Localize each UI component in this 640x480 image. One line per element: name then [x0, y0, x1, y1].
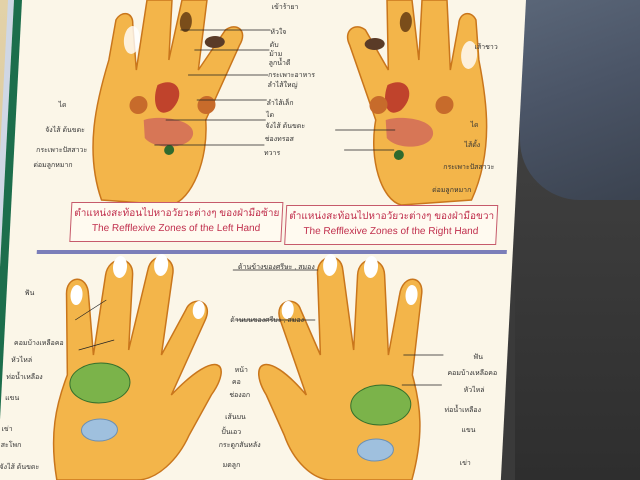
left-hand-caption: ตำแหน่งสะท้อนไปหาอวัยวะต่างๆ ของฝ่ามือซ้…: [69, 202, 284, 242]
lower-center-label: เส้นบน: [224, 414, 246, 421]
upper-left-hand: [92, 0, 244, 206]
hand-illustrations: [52, 0, 488, 480]
lower-center-label: คอ: [231, 379, 242, 386]
lower-left-label: ฟัน: [24, 290, 35, 297]
upper-right-label: ไส้ตั้ง: [464, 142, 481, 149]
lower-left-hand: [52, 254, 222, 480]
section-divider: [36, 250, 507, 254]
upper-label: ลำไส้ใหญ่: [267, 82, 298, 89]
upper-label: ลำไส้เล็ก: [266, 100, 294, 107]
lower-right-label: แขน: [461, 427, 476, 434]
upper-left-label: กระเพาะปัสสาวะ: [35, 147, 88, 154]
lower-left-label: หัวไหล่: [10, 357, 33, 364]
upper-label: ไต: [265, 112, 275, 119]
upper-label: จังไส้ ต้นขตะ: [265, 123, 306, 130]
lower-center-label: ปั้นเอว: [221, 429, 242, 436]
lower-left-label: สะโพก: [0, 442, 22, 449]
upper-label: ทวาร: [263, 150, 281, 157]
right-caption-thai: ตำแหน่งสะท้อนไปหาอวัยวะต่างๆ ของฝ่ามือขว…: [288, 211, 495, 222]
upper-label: ลูกน้ำดี: [268, 60, 291, 67]
lower-right-label: ท่อน้ำเหลือง: [444, 407, 482, 414]
lower-center-label: กระดูกสันหลัง: [218, 442, 261, 449]
upper-label: หัวใจ: [270, 29, 287, 36]
upper-right-label: ต่อมลูกหมาก: [431, 187, 472, 194]
lower-center-label: ช่องอก: [229, 392, 251, 399]
upper-left-label: ต่อมลูกหมาก: [33, 162, 73, 169]
lower-left-label: จังไส้ ต้นขตะ: [0, 464, 40, 471]
upper-left-label: จังไส้ ต้นขตะ: [44, 127, 86, 134]
right-caption-english: The Refflexive Zones of the Right Hand: [303, 226, 479, 237]
lower-right-label: ฟัน: [473, 354, 484, 361]
right-hand-caption: ตำแหน่งสะท้อนไปหาอวัยวะต่างๆ ของฝ่ามือขว…: [284, 205, 499, 245]
lower-left-label: คอมบ้างเหลือคอ: [13, 340, 64, 347]
left-caption-english: The Refflexive Zones of the Left Hand: [91, 223, 261, 234]
upper-right-hand: [346, 0, 488, 206]
reflexology-poster: ตำแหน่งสะท้อนไปหาอวัยวะต่างๆ ของฝ่ามือซ้…: [0, 0, 527, 480]
lower-center-label: ด้านข้างของศรีษะ , สมอง: [237, 264, 315, 271]
lower-center-label: หน้า: [234, 367, 249, 374]
lower-right-label: หัวไหล่: [463, 387, 485, 394]
lower-left-label: ท่อน้ำเหลือง: [6, 374, 43, 381]
lower-center-label: ด้านบนของศรีษะ , สมอง: [230, 317, 305, 324]
person-clothing: [520, 0, 640, 200]
lower-left-label: เข่า: [1, 426, 13, 433]
upper-right-label: กระเพาะปัสสาวะ: [443, 164, 495, 171]
lower-right-label: คอมบ้างเหลือคอ: [447, 370, 498, 377]
upper-label: ช่องทรอส: [264, 136, 295, 143]
lower-left-label: แขน: [4, 395, 20, 402]
upper-label: เข้าร้ายา: [271, 4, 299, 11]
lower-right-label: เข่า: [459, 460, 472, 467]
lower-right-hand: [258, 254, 423, 480]
lower-center-label: มดลูก: [222, 462, 241, 469]
upper-left-label: ไต: [58, 102, 67, 109]
left-caption-thai: ตำแหน่งสะท้อนไปหาอวัยวะต่างๆ ของฝ่ามือซ้…: [74, 208, 280, 219]
upper-right-label: เส้าชาว: [474, 44, 498, 51]
upper-right-label: ไต: [470, 122, 479, 129]
